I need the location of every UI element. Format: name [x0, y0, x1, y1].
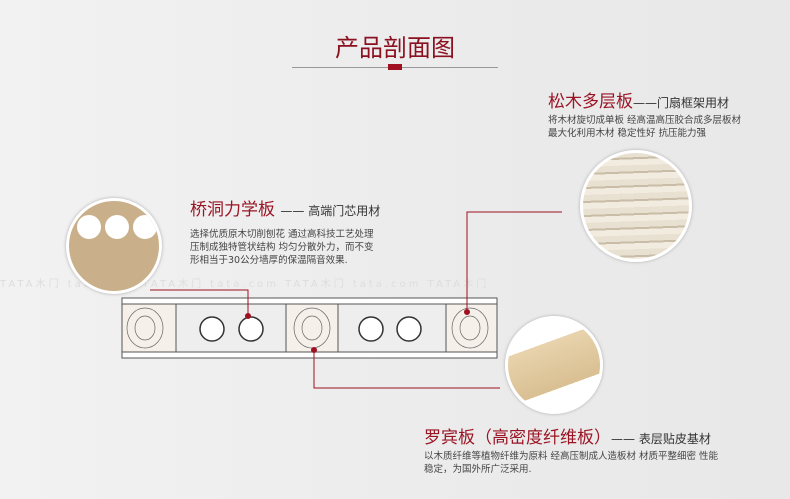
pine-sub: ——门扇框架用材 — [633, 96, 730, 110]
pine-desc: 将木材旋切成单板 经高温高压胶合成多层板材 — [548, 115, 742, 126]
pine-desc: 最大化利用木材 稳定性好 抗压能力强 — [548, 128, 707, 139]
tube-hole — [238, 316, 264, 342]
bridge-desc: 压制成独特管状结构 均匀分散外力，而不变 — [190, 242, 374, 253]
bridge-name: 桥洞力学板 — [190, 200, 275, 220]
mdf-board-photo — [505, 316, 603, 414]
bridge-desc: 选择优质原木切削刨花 通过高科技工艺处理 — [190, 229, 374, 240]
mdf-sub: —— 表层贴皮基材 — [611, 432, 711, 446]
mdf-desc: 以木质纤维等植物纤维为原料 经高压制成人造板材 材质平整细密 性能 — [424, 451, 719, 462]
tube-hole — [358, 316, 384, 342]
page-title: 产品剖面图 — [335, 34, 455, 62]
pine-board-photo — [580, 150, 692, 262]
bridge-block: 桥洞力学板 —— 高端门芯用材 选择优质原木切削刨花 通过高科技工艺处理 压制成… — [190, 200, 380, 267]
bridge-desc: 形相当于30公分墙厚的保温隔音效果. — [190, 255, 348, 266]
bridge-board-photo — [66, 198, 162, 294]
mdf-name: 罗宾板（高密度纤维板） — [424, 428, 611, 448]
tube-hole — [199, 316, 225, 342]
tube-hole — [396, 316, 422, 342]
title-accent — [388, 64, 402, 70]
mdf-block: 罗宾板（高密度纤维板）—— 表层贴皮基材 以木质纤维等植物纤维为原料 经高压制成… — [424, 428, 718, 476]
watermark: TATA木门 tata.com TATA木门 tata.com TATA木门 t… — [0, 279, 490, 290]
pine-name: 松木多层板 — [548, 92, 633, 112]
bridge-sub: —— 高端门芯用材 — [280, 204, 381, 218]
pine-block: 松木多层板——门扇框架用材 将木材旋切成单板 经高温高压胶合成多层板材 最大化利… — [548, 92, 741, 140]
mdf-desc: 稳定，为国外所广泛采用. — [424, 464, 532, 475]
